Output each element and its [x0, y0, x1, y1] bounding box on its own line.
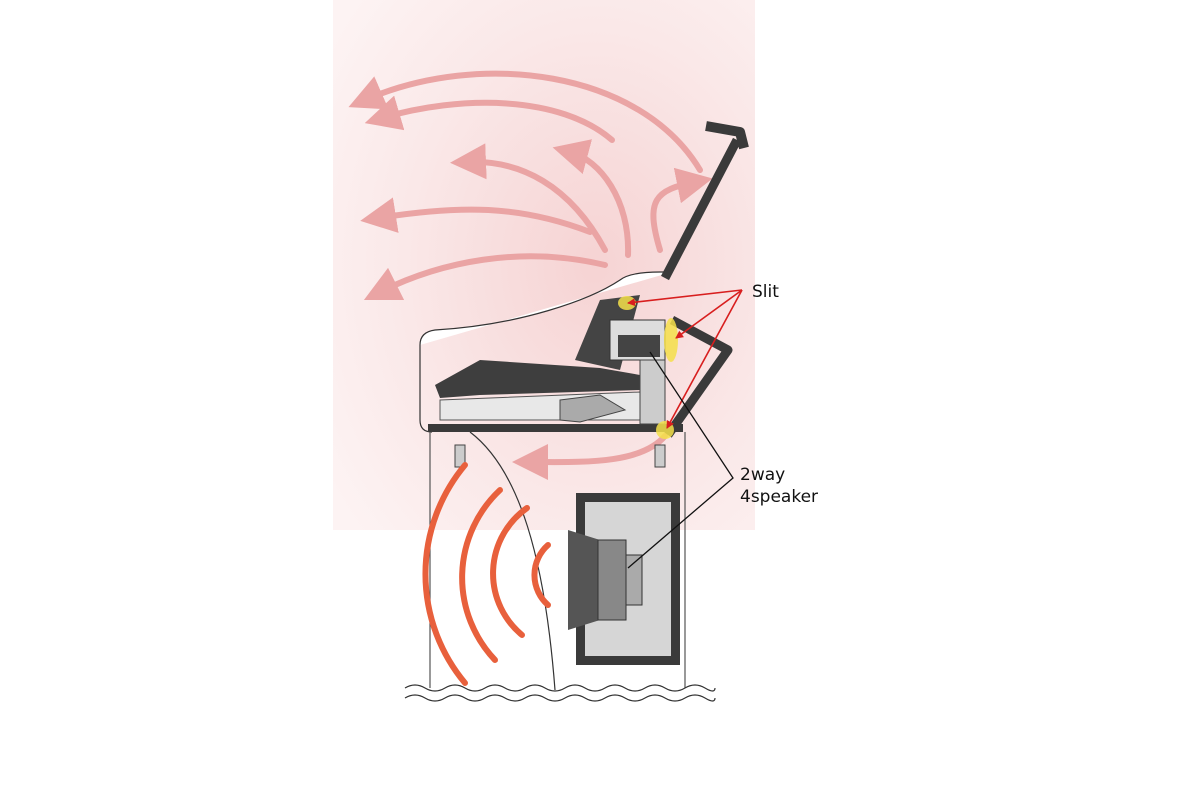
sound-waves	[422, 462, 551, 686]
speaker-label-line1: 2way	[740, 465, 786, 485]
slit-label: Slit	[752, 282, 779, 302]
piano-lid	[661, 121, 749, 438]
slit-highlights	[618, 296, 678, 439]
slit-pointers	[627, 289, 743, 429]
speaker-label-line2: 4speaker	[740, 487, 819, 507]
speaker-pointers	[627, 351, 734, 569]
floor-break-lines	[404, 684, 716, 702]
woofer-enclosure	[568, 493, 680, 665]
piano-cabinet	[419, 271, 686, 691]
